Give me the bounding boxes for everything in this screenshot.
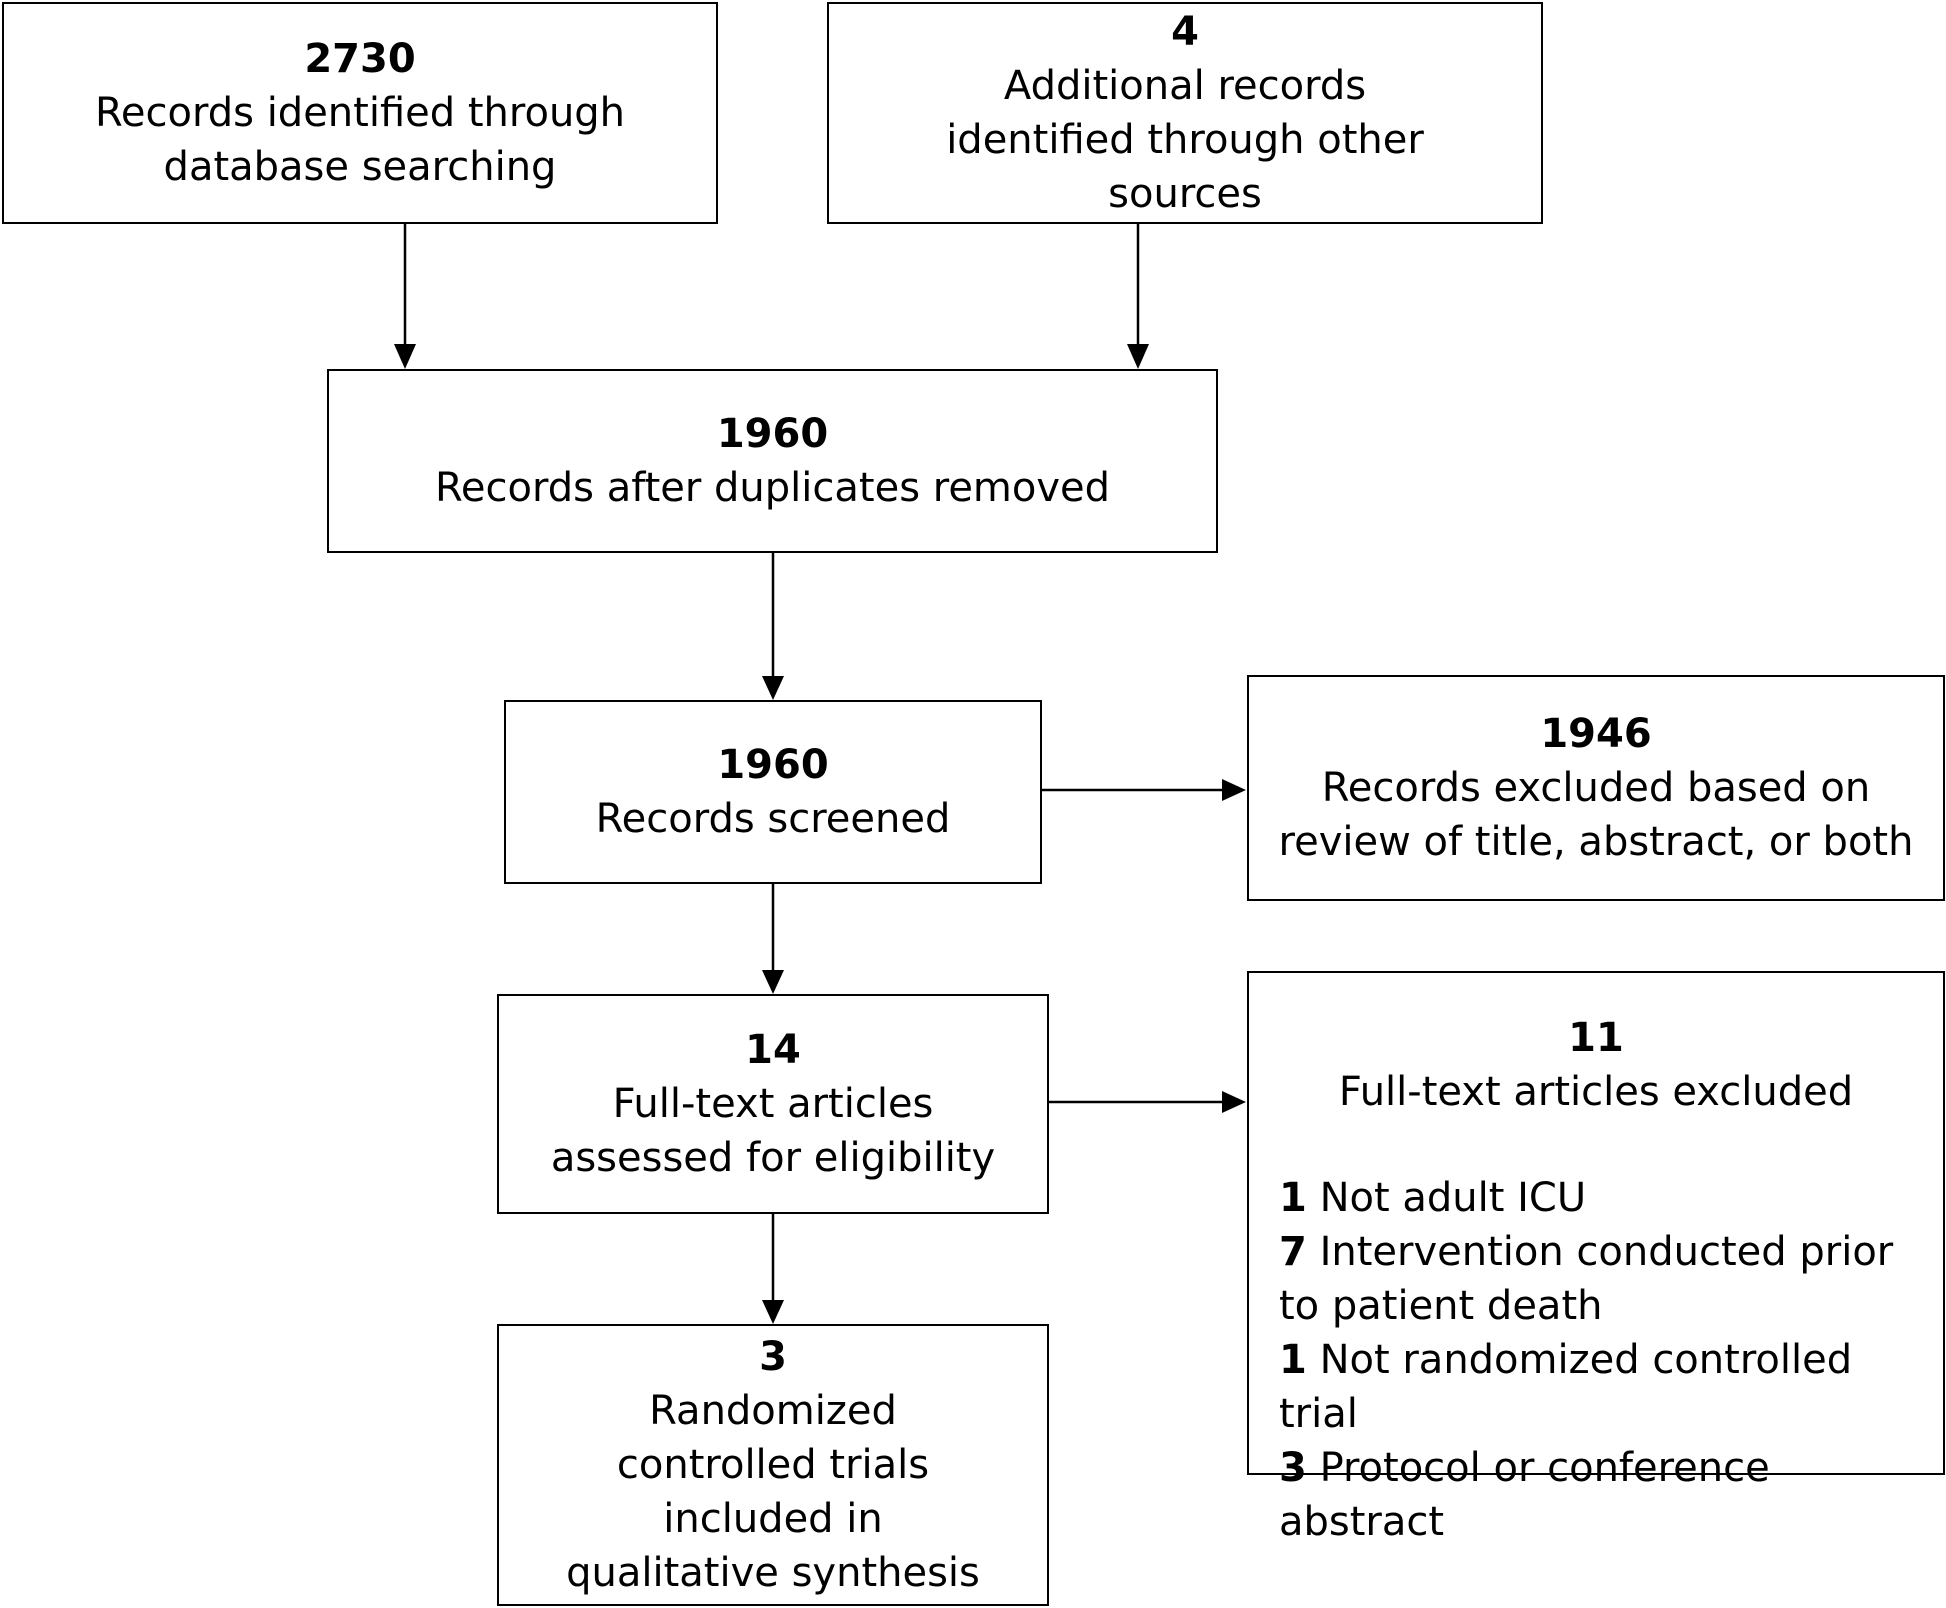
excluded-screening-label: Records excluded based on review of titl… xyxy=(1278,765,1914,865)
records-screened-label: Records screened xyxy=(595,796,951,842)
exclusion-reason-text: Intervention conducted prior to patient … xyxy=(1279,1229,1894,1329)
exclusion-reason: 3 Protocol or conference abstract xyxy=(1279,1441,1923,1549)
excluded-screening-count: 1946 xyxy=(1540,711,1652,757)
exclusion-reason-count: 7 xyxy=(1279,1229,1307,1275)
arrowhead-fulltext xyxy=(762,970,784,994)
exclusion-reason-text: Protocol or conference abstract xyxy=(1279,1445,1770,1545)
exclusion-reason-text: Not randomized controlled trial xyxy=(1279,1337,1853,1437)
records-screened-box: 1960 Records screened xyxy=(504,700,1042,884)
arrowhead-screened xyxy=(762,676,784,700)
other-sources-label: Additional records identified through ot… xyxy=(946,63,1424,217)
included-studies-count: 3 xyxy=(759,1334,787,1380)
arrowhead-database xyxy=(394,344,416,369)
database-records-count: 2730 xyxy=(304,36,416,82)
exclusion-reason-count: 1 xyxy=(1279,1337,1307,1383)
exclusion-reason-count: 3 xyxy=(1279,1445,1307,1491)
other-sources-box: 4 Additional records identified through … xyxy=(827,2,1543,224)
fulltext-assessed-box: 14 Full-text articles assessed for eligi… xyxy=(497,994,1049,1214)
fulltext-assessed-count: 14 xyxy=(745,1027,801,1073)
included-studies-label: Randomized controlled trials included in… xyxy=(566,1388,980,1596)
exclusion-reason: 7 Intervention conducted prior to patien… xyxy=(1279,1225,1923,1333)
fulltext-excluded-label: Full-text articles excluded xyxy=(1338,1069,1854,1115)
exclusion-reason-count: 1 xyxy=(1279,1175,1307,1221)
other-sources-count: 4 xyxy=(1171,9,1199,55)
fulltext-excluded-box: 11 Full-text articles excluded 1 Not adu… xyxy=(1247,971,1945,1545)
arrowhead-excluded-fulltext xyxy=(1222,1091,1246,1113)
fulltext-excluded-count: 11 xyxy=(1568,1015,1624,1061)
exclusion-reason: 1 Not randomized controlled trial xyxy=(1279,1333,1923,1441)
arrowhead-included xyxy=(762,1300,784,1324)
exclusion-reasons-list: 1 Not adult ICU 7 Intervention conducted… xyxy=(1249,1171,1943,1549)
duplicates-removed-label: Records after duplicates removed xyxy=(434,465,1111,511)
fulltext-assessed-label: Full-text articles assessed for eligibil… xyxy=(550,1081,996,1181)
exclusion-reason: 1 Not adult ICU xyxy=(1279,1171,1923,1225)
records-screened-count: 1960 xyxy=(717,742,829,788)
arrowhead-other xyxy=(1127,344,1149,369)
duplicates-removed-box: 1960 Records after duplicates removed xyxy=(327,369,1218,553)
included-studies-box: 3 Randomized controlled trials included … xyxy=(497,1324,1049,1606)
excluded-screening-box: 1946 Records excluded based on review of… xyxy=(1247,675,1945,901)
arrowhead-excluded-screening xyxy=(1222,779,1246,801)
exclusion-reason-text: Not adult ICU xyxy=(1319,1175,1587,1221)
database-records-box: 2730 Records identified through database… xyxy=(2,2,718,224)
duplicates-removed-count: 1960 xyxy=(716,411,829,457)
database-records-label: Records identified through database sear… xyxy=(94,90,626,190)
